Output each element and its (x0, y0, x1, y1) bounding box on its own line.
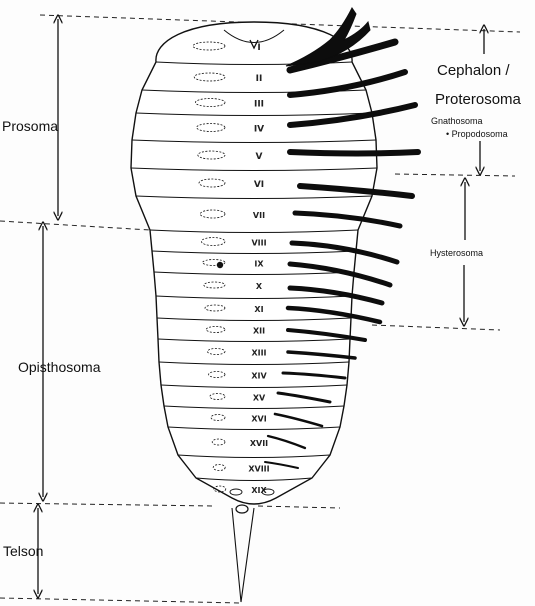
anus-ring (236, 505, 248, 513)
segment-label: X (256, 282, 263, 291)
prosoma-label: Prosoma (2, 118, 58, 134)
segment-label: XV (253, 394, 266, 403)
segment-label: V (256, 152, 263, 162)
segment-label: XIX (251, 486, 267, 495)
opisthosoma-label: Opisthosoma (18, 359, 101, 375)
segment-label: I (257, 43, 260, 53)
opisthosoma-telson-boundary (0, 503, 215, 506)
cephalon-hysterosoma-boundary (395, 174, 515, 176)
segment-label: IX (254, 260, 264, 269)
segment-label: XI (254, 305, 263, 314)
cephalon-label: Cephalon / (437, 62, 510, 79)
telson-side-boundary (258, 506, 340, 508)
bottom-boundary-line (0, 598, 240, 603)
segment-label: XVI (251, 415, 266, 424)
gnathosoma-label: Gnathosoma (431, 116, 483, 126)
proterosoma-label: Proterosoma (435, 91, 522, 108)
segment-viii-dot (217, 262, 223, 268)
segment-label: VI (254, 180, 264, 190)
segment-label: XIV (251, 372, 267, 381)
segment-label: XVIII (248, 465, 269, 474)
segment-label: IV (254, 125, 264, 135)
appendage-stroke (290, 152, 418, 154)
telson-spike (232, 508, 254, 602)
segment-label: VII (253, 211, 265, 220)
segment-label: XII (253, 327, 265, 336)
segment-label: XIII (251, 349, 266, 358)
segment-label: VIII (251, 239, 266, 248)
segment-label: II (256, 74, 263, 84)
left-extent-arrows (38, 19, 58, 594)
segment-label: III (254, 100, 264, 110)
hysterosoma-label: Hysterosoma (430, 248, 483, 258)
propodosoma-label: • Propodosoma (446, 129, 508, 139)
prosoma-opisthosoma-boundary (0, 221, 150, 230)
hysterosoma-lower-boundary (372, 325, 500, 330)
body: IIIIIIIVVVIVIIVIIIIXXXIXIIXIIIXIVXVXVIXV… (131, 8, 418, 602)
telson-label: Telson (3, 543, 43, 559)
segment-label: XVII (250, 439, 268, 448)
